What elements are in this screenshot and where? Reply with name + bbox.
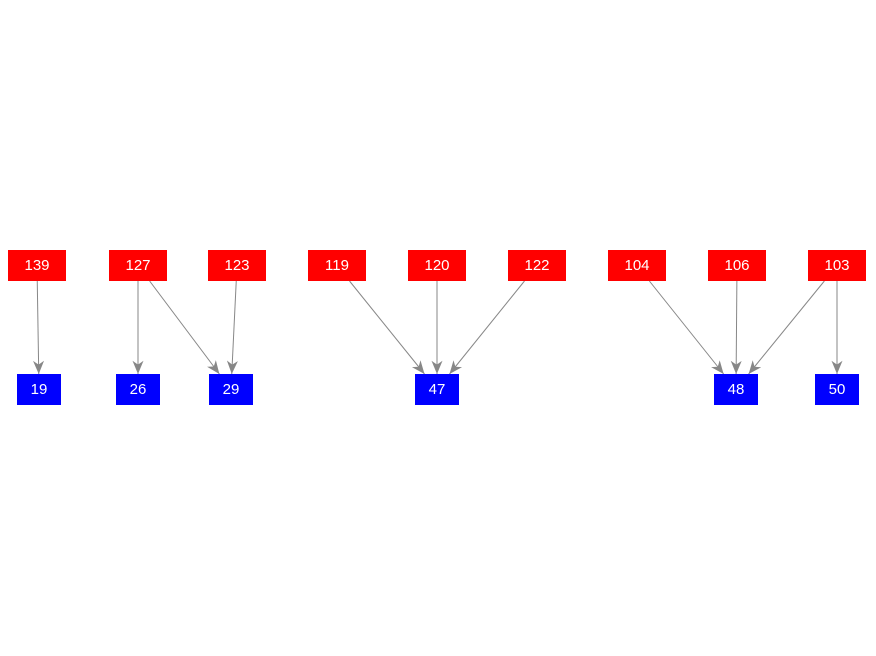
node-123: 123 <box>208 250 266 281</box>
edge-127-29 <box>149 280 220 375</box>
node-122: 122 <box>508 250 566 281</box>
node-29: 29 <box>209 374 253 405</box>
edge-119-47 <box>349 280 425 375</box>
node-103: 103 <box>808 250 866 281</box>
node-47: 47 <box>415 374 459 405</box>
edge-103-48 <box>748 280 825 375</box>
node-119: 119 <box>308 250 366 281</box>
node-50: 50 <box>815 374 859 405</box>
edge-123-29 <box>226 280 238 375</box>
node-139: 139 <box>8 250 66 281</box>
edge-139-19 <box>33 280 45 375</box>
edge-104-48 <box>648 280 725 375</box>
node-26: 26 <box>116 374 160 405</box>
node-120: 120 <box>408 250 466 281</box>
node-104: 104 <box>608 250 666 281</box>
node-127: 127 <box>109 250 167 281</box>
node-48: 48 <box>714 374 758 405</box>
node-106: 106 <box>708 250 766 281</box>
node-19: 19 <box>17 374 61 405</box>
edge-122-47 <box>449 280 525 375</box>
edge-106-48 <box>730 280 742 375</box>
